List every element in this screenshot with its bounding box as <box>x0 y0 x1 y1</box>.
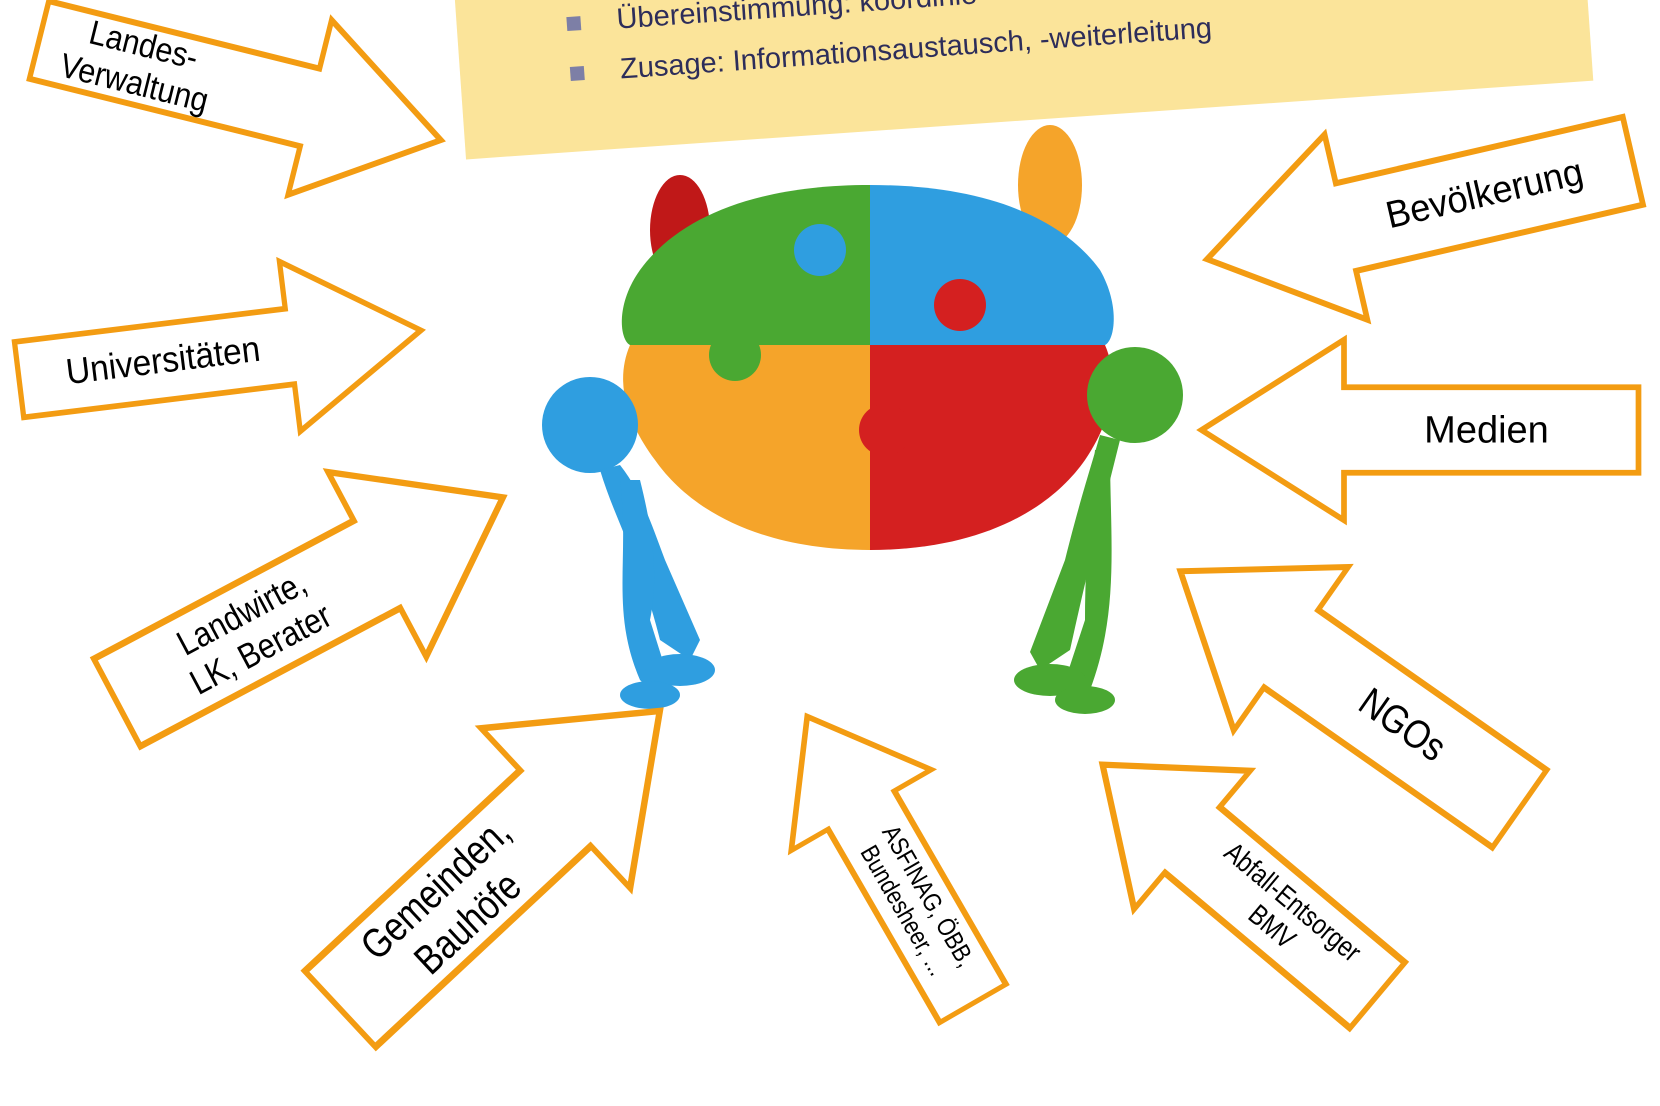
bullet-icon <box>569 66 585 82</box>
arrow-label-line: Bevölkerung <box>1382 151 1588 238</box>
arrow-universitaeten: Universitäten <box>0 234 450 476</box>
arrow-label-line: NGOs <box>1350 680 1454 771</box>
arrow-bevoelkerung: Bevölkerung <box>1166 59 1660 361</box>
arrow-asfinag: ASFINAG, ÖBB,Bundesheer, ... <box>726 662 1053 1059</box>
arrow-medien: Medien <box>1183 334 1658 526</box>
arrow-label-line: Universitäten <box>63 329 263 393</box>
arrow-landwirte: Landwirte,LK, Berater <box>49 391 572 808</box>
note-bullet-list: Übereinstimmung: koordinie Zusage: Infor… <box>565 0 1214 98</box>
bullet-icon <box>566 16 582 32</box>
arrow-label-line: Medien <box>1424 409 1549 451</box>
arrow-gemeinden: Gemeinden,Bauhöfe <box>248 614 752 1106</box>
arrow-landesverwaltung: Landes-Verwaltung <box>0 0 483 241</box>
arrow-ngos: NGOs <box>1105 475 1594 905</box>
